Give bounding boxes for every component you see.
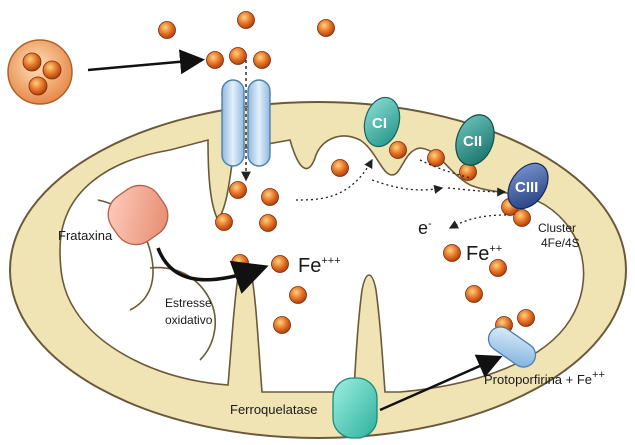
protoporfirina-label: Protoporfirina + Fe++ — [484, 369, 605, 387]
import-arrow — [88, 60, 200, 70]
iron-ion — [23, 53, 41, 71]
estresse-label-line1: Estresse — [165, 296, 212, 310]
iron-ion — [29, 77, 47, 95]
ferroquelatase-protein — [333, 378, 377, 438]
iron-ions-outside — [159, 12, 335, 69]
frataxina-label: Frataxina — [58, 228, 113, 243]
cluster-label-line1: Cluster — [538, 221, 576, 235]
complex-cii-label: CII — [463, 133, 482, 150]
estresse-label-line2: oxidativo — [165, 313, 213, 327]
complex-ci-label: CI — [372, 115, 387, 132]
complex-ciii-label: CIII — [515, 179, 538, 196]
ferroquelatase-label: Ferroquelatase — [230, 402, 317, 417]
iron-ion — [43, 61, 61, 79]
cluster-label-line2: 4Fe/4S — [541, 236, 580, 250]
